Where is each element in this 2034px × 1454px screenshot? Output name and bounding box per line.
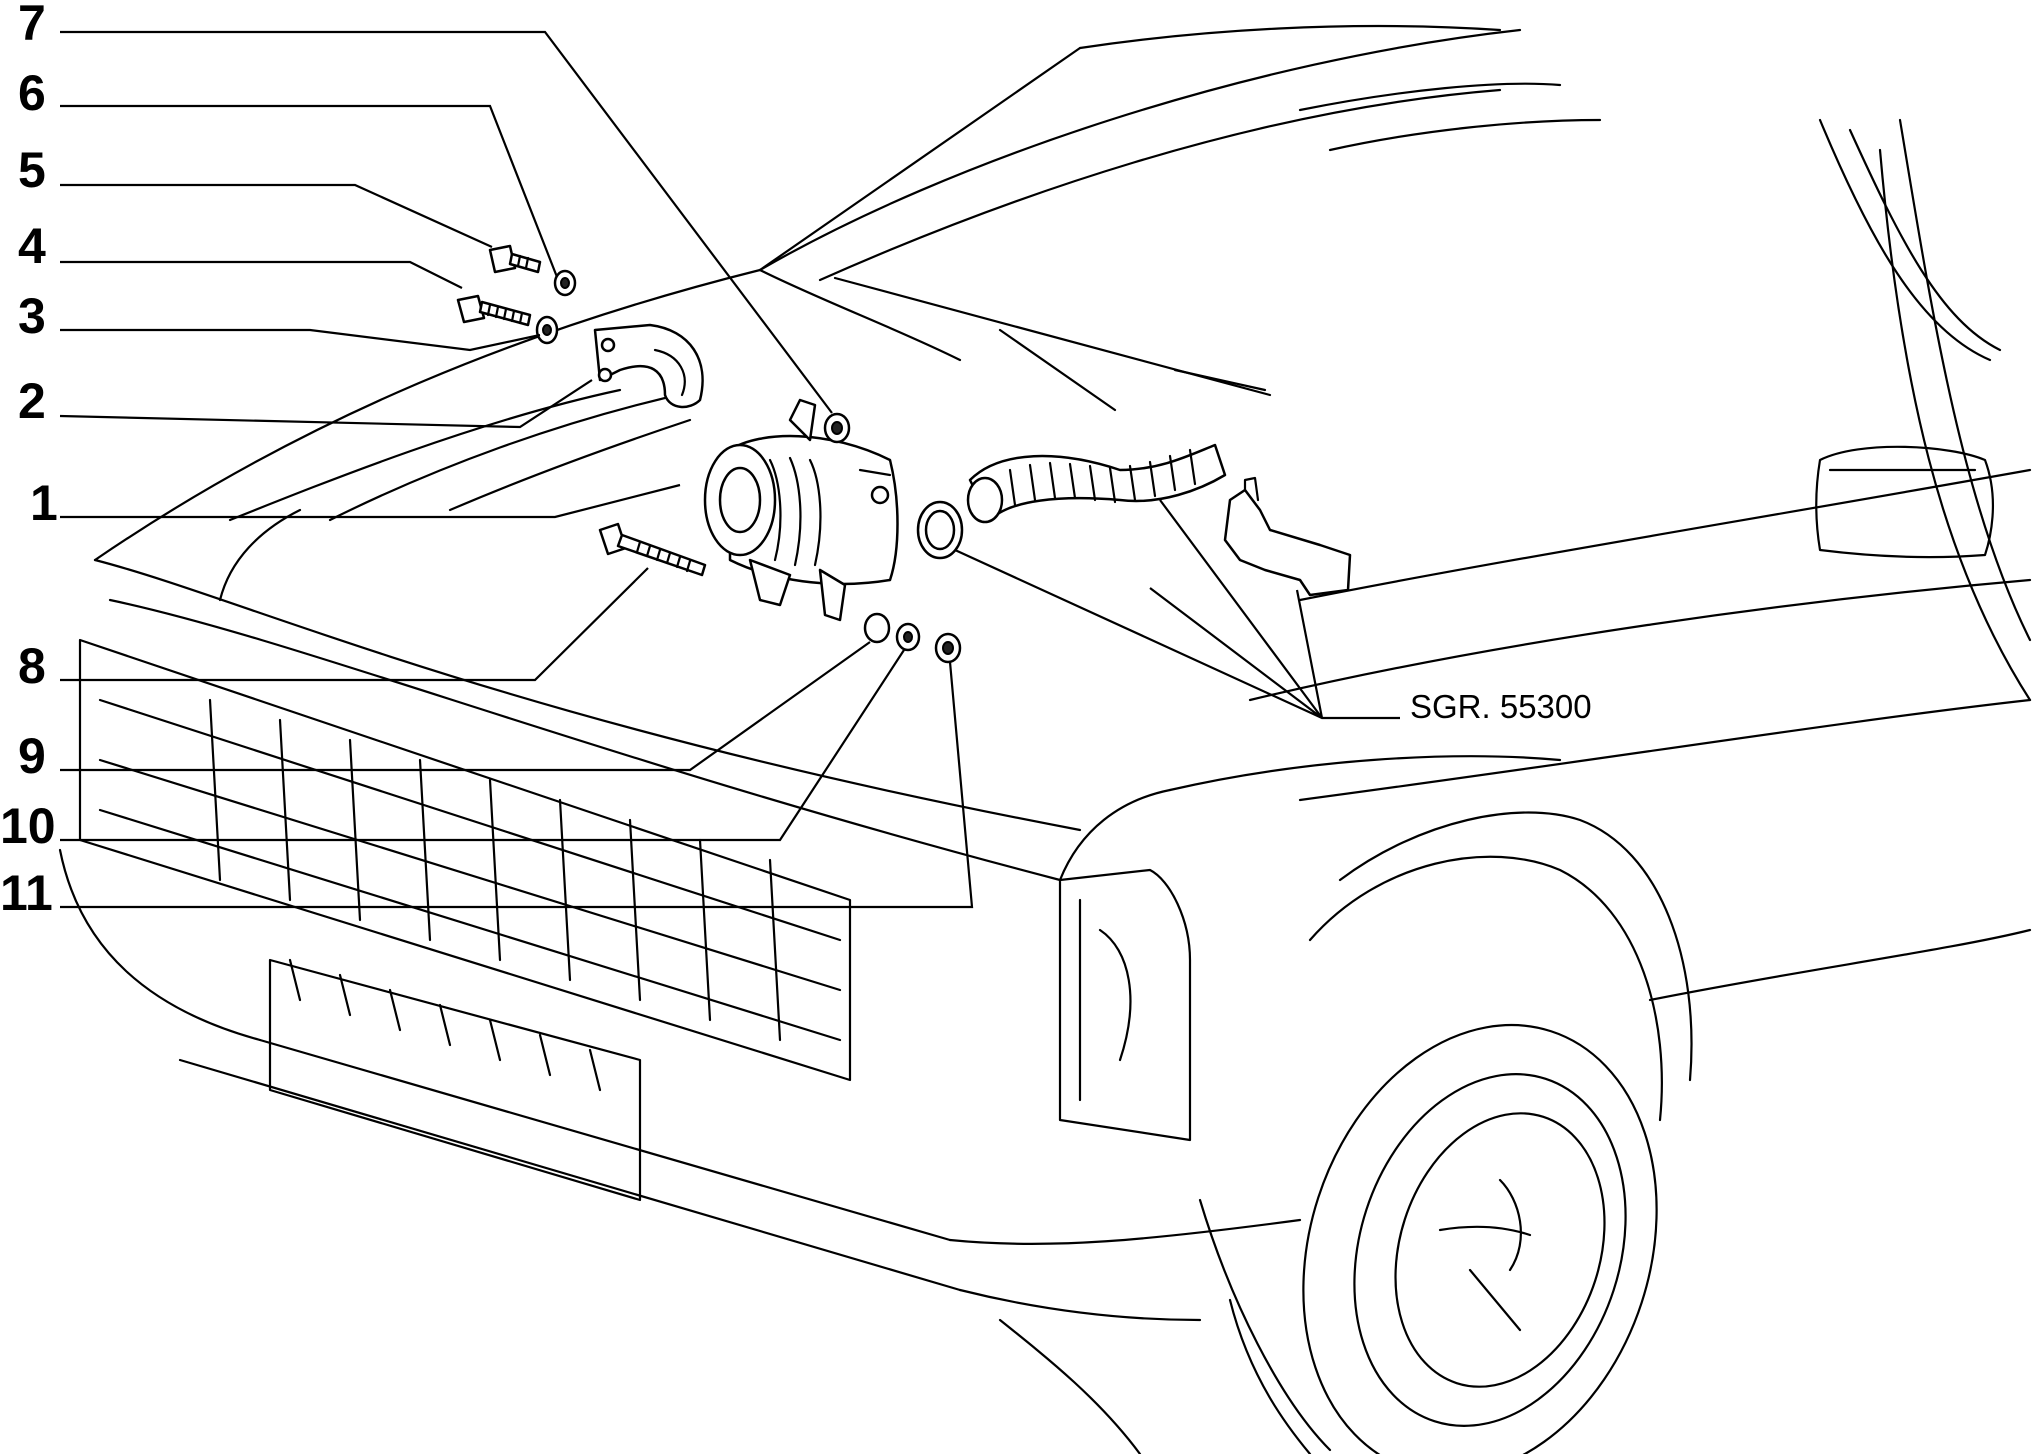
part-bolt-4 — [456, 294, 532, 327]
leader-7 — [60, 30, 833, 414]
part-hose-assembly — [916, 443, 1352, 597]
part-spacer-9 — [863, 612, 891, 644]
callout-3: 3 — [18, 288, 46, 344]
part-bracket — [593, 323, 704, 409]
part-compressor — [703, 398, 899, 622]
part-nut-11 — [934, 632, 962, 664]
leader-2 — [59, 379, 593, 429]
callout-2: 2 — [18, 373, 46, 429]
leader-6 — [60, 104, 559, 278]
sgr-reference-label: SGR. 55300 — [1410, 688, 1592, 725]
leader-11 — [60, 661, 974, 909]
callout-9: 9 — [18, 728, 46, 784]
leader-sgr — [954, 499, 1400, 720]
leader-lines — [59, 30, 1400, 909]
callout-8: 8 — [18, 638, 46, 694]
part-washer-6 — [553, 269, 577, 297]
part-bolt-8 — [598, 522, 707, 577]
callout-1: 1 — [30, 475, 58, 531]
leader-3 — [60, 328, 541, 352]
leader-8 — [60, 567, 649, 682]
leader-10 — [60, 649, 905, 842]
callout-10: 10 — [0, 798, 56, 854]
callout-labels: 7 6 5 4 3 2 1 8 9 10 11 SGR. 55300 — [0, 0, 1592, 921]
callout-11: 11 — [0, 865, 53, 921]
part-nut-7 — [823, 412, 851, 444]
part-washer-10 — [895, 622, 921, 652]
callout-6: 6 — [18, 65, 46, 121]
part-bolt-5 — [488, 244, 542, 274]
callout-7: 7 — [18, 0, 46, 51]
car-body-outline — [58, 24, 2032, 1454]
leader-1 — [60, 483, 681, 519]
callout-4: 4 — [18, 218, 46, 274]
leader-9 — [60, 641, 871, 772]
callout-5: 5 — [18, 142, 46, 198]
leader-5 — [60, 183, 493, 249]
leader-4 — [60, 260, 463, 289]
part-washer-3 — [535, 315, 559, 345]
